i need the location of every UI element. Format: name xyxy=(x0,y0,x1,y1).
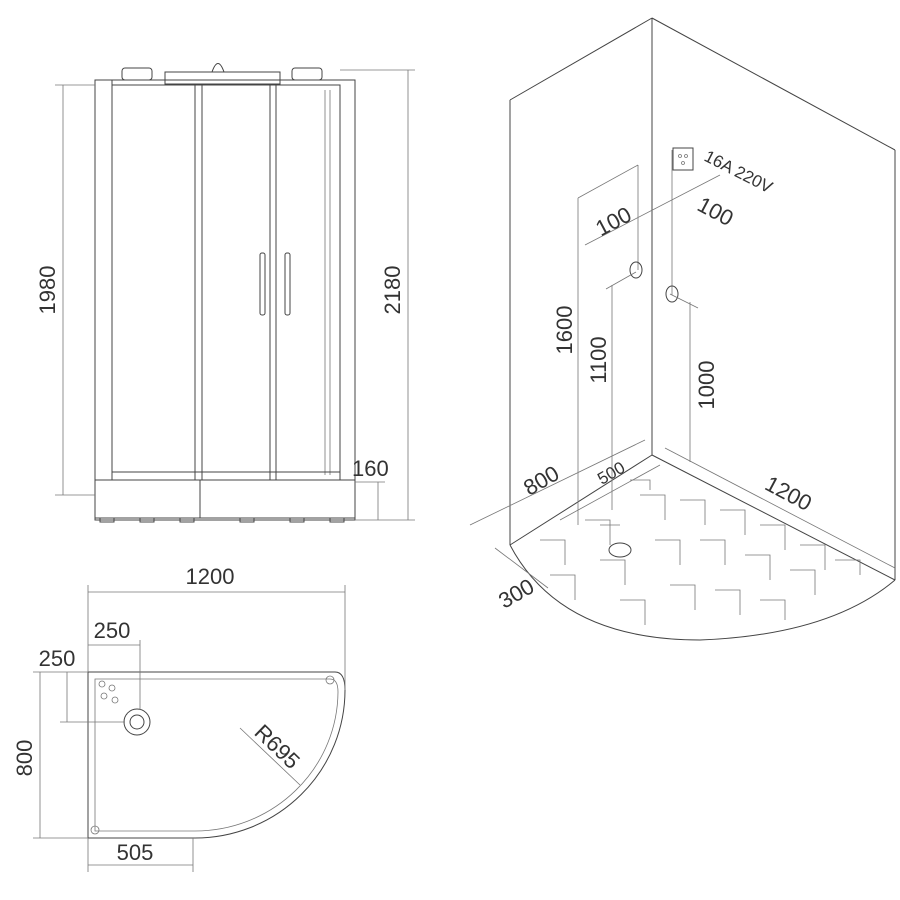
dim-1980: 1980 xyxy=(35,266,60,315)
install-view: 16A 220V 100 100 1600 1100 1000 800 500 … xyxy=(469,17,896,641)
dim-800-plan: 800 xyxy=(12,740,37,777)
dim-2180: 2180 xyxy=(380,266,405,315)
dim-100-right: 100 xyxy=(693,192,737,231)
hot-water-outlet-icon xyxy=(629,261,643,279)
dim-1000: 1000 xyxy=(694,361,719,410)
dim-radius: R695 xyxy=(250,719,305,774)
floor-tiles xyxy=(540,479,861,625)
socket-icon xyxy=(672,147,694,171)
cold-water-outlet-icon xyxy=(665,285,679,303)
dim-300: 300 xyxy=(494,573,538,613)
dim-1200-install: 1200 xyxy=(761,471,816,516)
door-handle-right xyxy=(284,252,291,316)
dim-1600: 1600 xyxy=(552,306,577,355)
dim-505: 505 xyxy=(117,840,154,865)
floor-drain-icon xyxy=(608,542,632,558)
socket-label: 16A 220V xyxy=(701,147,776,198)
dim-160: 160 xyxy=(352,456,389,481)
plan-view: 1200 250 250 800 505 R695 xyxy=(12,564,346,872)
dim-100-left: 100 xyxy=(591,202,635,241)
dim-1100: 1100 xyxy=(586,336,611,383)
dim-1200-plan: 1200 xyxy=(186,564,235,589)
dim-250-y: 250 xyxy=(39,646,76,671)
drain-icon xyxy=(123,708,151,736)
front-view: 1980 2180 160 xyxy=(35,63,415,523)
door-handle-left xyxy=(259,252,266,316)
dim-800-install: 800 xyxy=(519,460,563,500)
dim-250-x: 250 xyxy=(94,618,131,643)
